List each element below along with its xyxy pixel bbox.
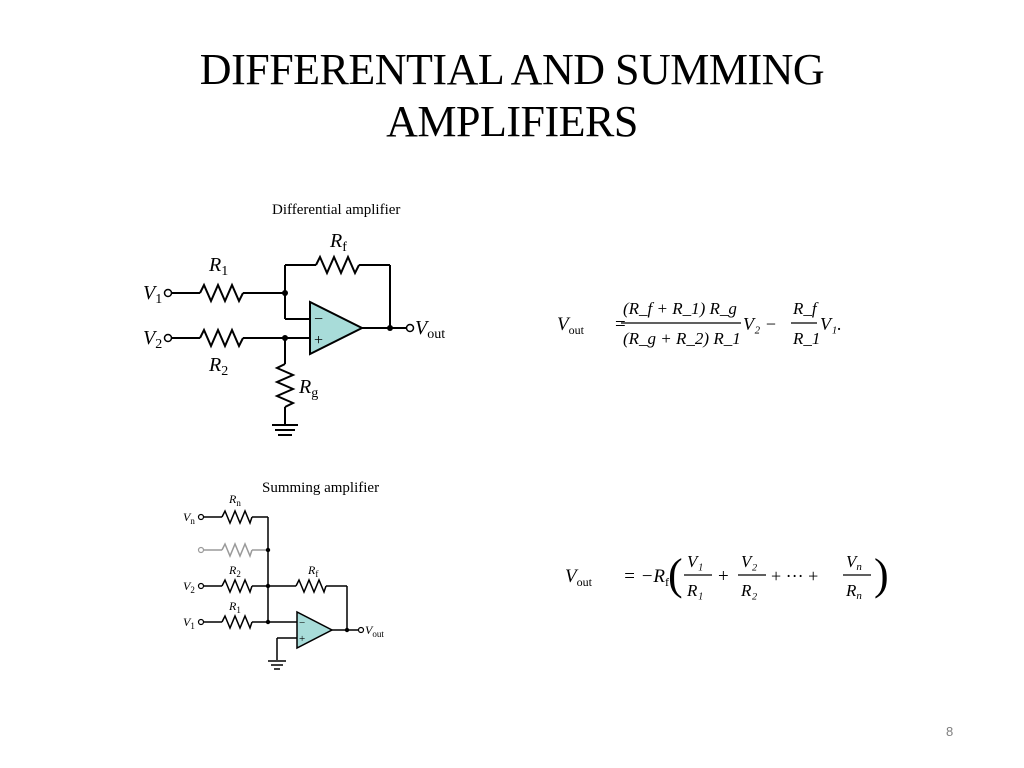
svg-text:R2: R2 [208, 354, 228, 379]
svg-text:= −Rf: = −Rf [623, 566, 669, 589]
svg-text:Vout: Vout [365, 623, 384, 639]
svg-text:−: − [314, 311, 323, 328]
svg-text:V₁: V₁ [687, 552, 703, 571]
svg-text:R_f: R_f [792, 299, 819, 318]
svg-text:Vn: Vn [846, 552, 862, 573]
svg-text:V1: V1 [143, 282, 162, 307]
svg-text:V2: V2 [183, 579, 195, 595]
svg-text:R_1: R_1 [792, 329, 820, 348]
svg-text:V2: V2 [143, 327, 162, 352]
eq-denominator: (R_g + R_2) R_1 [623, 329, 741, 348]
svg-text:V₁.: V₁. [820, 314, 842, 334]
summing-heading: Summing amplifier [262, 480, 379, 496]
differential-equation: Vout = (R_f + R_1) R_g (R_g + R_2) R_1 V… [557, 299, 842, 348]
svg-text:+: + [299, 633, 305, 645]
title-line-2: AMPLIFIERS [386, 97, 638, 146]
svg-text:R1: R1 [228, 599, 241, 615]
svg-text:Rf: Rf [329, 230, 347, 255]
svg-text:+: + [718, 566, 729, 587]
svg-text:Vout: Vout [415, 317, 445, 342]
svg-text:+ ··· +: + ··· + [771, 566, 818, 586]
svg-text:−: − [299, 617, 305, 629]
svg-text:Rg: Rg [298, 376, 318, 401]
eq-numerator: (R_f + R_1) R_g [623, 299, 737, 318]
svg-text:R₁: R₁ [686, 581, 703, 600]
svg-text:V₂: V₂ [741, 552, 757, 571]
svg-text:Vout: Vout [565, 566, 593, 589]
svg-text:): ) [874, 550, 889, 599]
svg-text:V1: V1 [183, 615, 195, 631]
differential-heading: Differential amplifier [272, 202, 400, 218]
page-number: 8 [946, 724, 954, 739]
svg-text:+: + [314, 332, 323, 349]
svg-text:R₂: R₂ [740, 581, 757, 600]
svg-text:Vout: Vout [557, 314, 585, 337]
title-line-1: DIFFERENTIAL AND SUMMING [199, 45, 825, 94]
svg-text:Rn: Rn [228, 492, 241, 508]
svg-text:R1: R1 [208, 254, 228, 279]
svg-text:V₂ −: V₂ − [743, 314, 777, 334]
svg-text:(: ( [668, 550, 683, 599]
svg-text:Rf: Rf [307, 563, 318, 579]
svg-text:Rn: Rn [845, 581, 862, 602]
svg-text:=: = [615, 314, 626, 335]
svg-text:Vn: Vn [183, 510, 195, 526]
summing-equation: Vout = −Rf ( V₁ R₁ + V₂ R₂ + ··· + Vn Rn… [565, 550, 889, 602]
svg-text:R2: R2 [228, 563, 241, 579]
slide-title: DIFFERENTIAL AND SUMMING AMPLIFIERS [0, 44, 1024, 148]
